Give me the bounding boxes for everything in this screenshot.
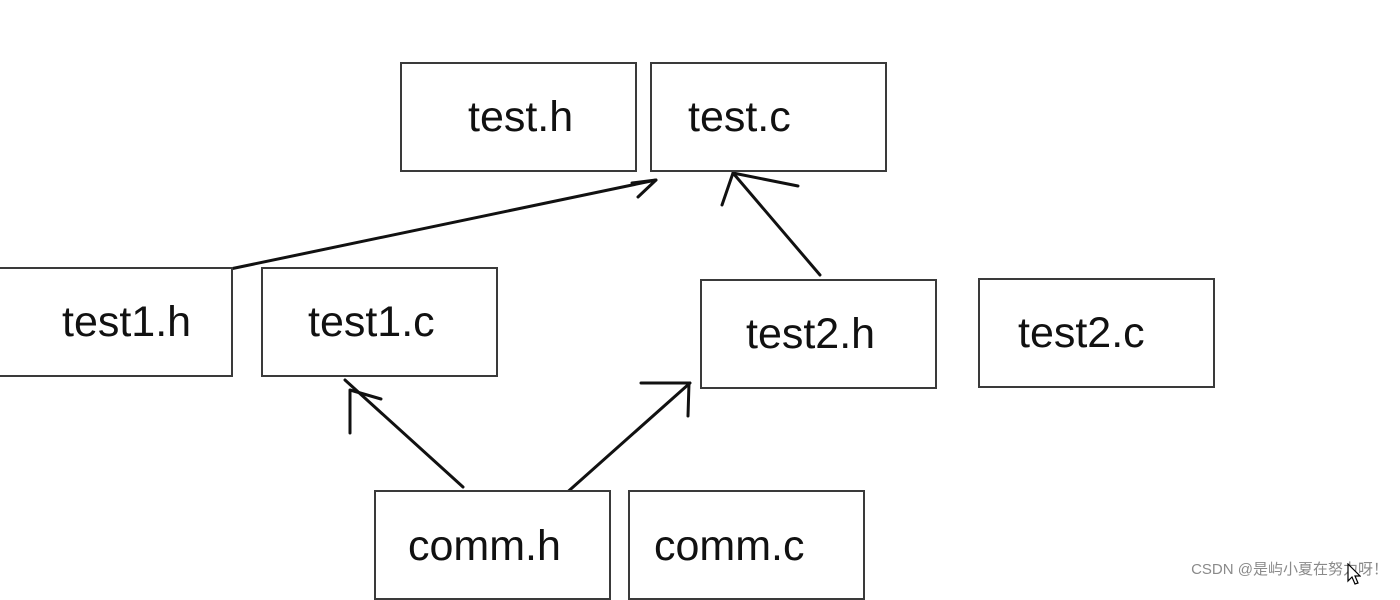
node-label: test2.h <box>746 309 876 358</box>
node-test-c: test.c <box>650 62 887 172</box>
mouse-pointer-icon <box>1347 563 1361 585</box>
node-label: test.h <box>468 92 574 141</box>
arrowhead <box>720 171 800 207</box>
node-label: test1.h <box>62 297 192 346</box>
arrowhead <box>348 388 383 435</box>
node-test2-c: test2.c <box>978 278 1215 388</box>
arrowhead <box>630 178 658 199</box>
arrowhead <box>639 381 691 418</box>
node-comm-h: comm.h <box>374 490 611 600</box>
node-test-h: test.h <box>400 62 637 172</box>
watermark: CSDN @是屿小夏在努力呀！ <box>1191 561 1388 578</box>
arrow-line <box>561 381 692 498</box>
node-test2-h: test2.h <box>700 279 937 389</box>
node-label: comm.c <box>654 522 805 570</box>
node-label: comm.h <box>408 522 561 570</box>
node-label: test.c <box>688 92 791 141</box>
node-test1-h: test1.h <box>0 267 233 377</box>
node-test1-c: test1.c <box>261 267 498 377</box>
arrow-line <box>731 171 822 277</box>
node-label: test2.c <box>1018 308 1145 357</box>
node-comm-c: comm.c <box>628 490 865 600</box>
arrow-comm-h-to-test1-c <box>343 378 465 489</box>
arrow-line <box>343 378 465 489</box>
node-label: test1.c <box>308 297 435 346</box>
arrow-test2-h-to-test-c <box>720 171 822 277</box>
arrow-comm-h-to-test2-h <box>561 381 692 498</box>
